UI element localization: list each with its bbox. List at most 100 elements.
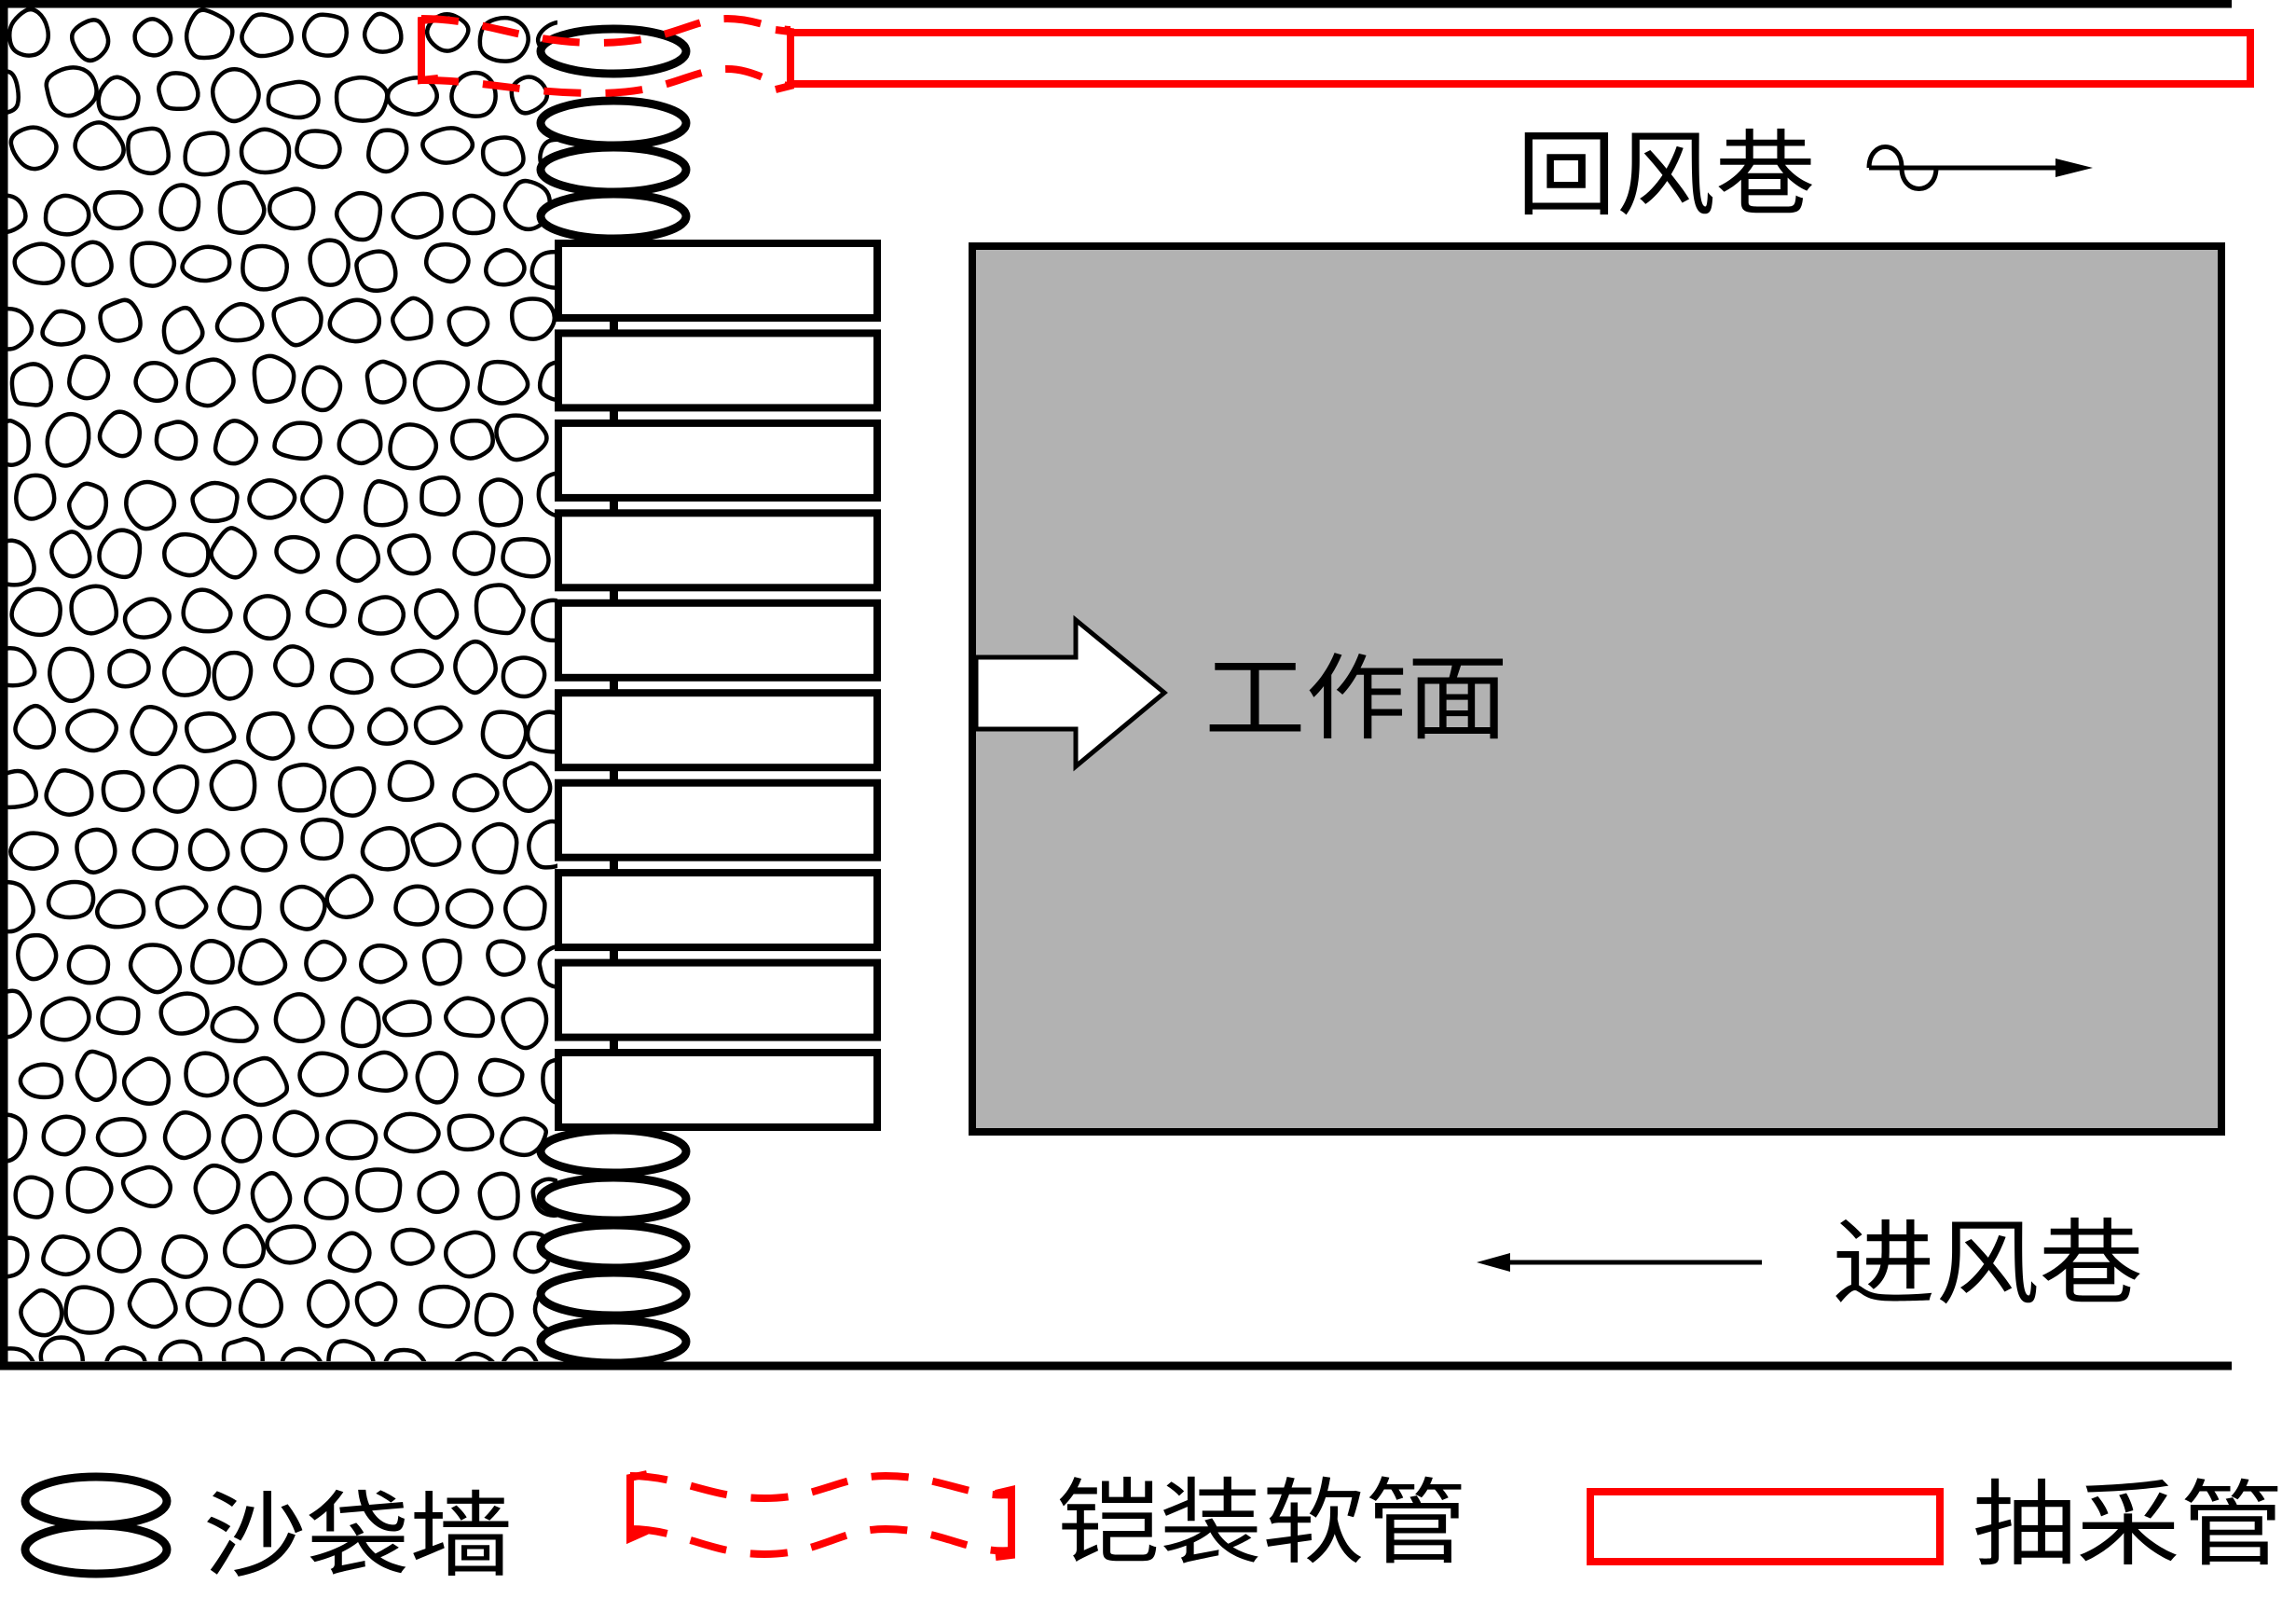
gob-stone [480,709,529,760]
gob-stone [71,240,114,287]
gob-stone [210,1005,259,1043]
gob-stone [124,479,177,531]
gob-stone [336,534,381,584]
roadside-support [555,419,881,502]
gob-stone [280,1346,323,1361]
gob-stone [13,703,57,750]
gob-stone [354,1281,398,1327]
gob-stone [494,413,549,462]
gob-stone [7,7,51,58]
gob-stone [8,125,59,172]
gob-stone [278,762,327,813]
gob-stone [340,996,381,1049]
sandbag-wall-bottom [536,1125,691,1368]
gob-stone [366,707,408,746]
gob-stone [92,189,144,231]
gob-stone [221,1336,265,1361]
support-connector [610,406,618,425]
gob-stone [73,120,126,171]
sandbag-icon [21,1521,172,1578]
roadside-support [555,778,881,861]
support-connector [610,765,618,785]
gob-stone [266,79,321,120]
roadside-support [555,689,881,772]
gob-stone [537,944,557,989]
gob-stone [474,583,526,636]
armored-hose-left-end [418,15,439,85]
gob-stone [44,768,94,817]
gob-stone [8,831,59,871]
gob-stone [477,359,530,406]
gob-stone [305,589,347,628]
working-face-label: 工作面 [1204,644,1508,753]
working-face-block [969,242,2225,1136]
gob-stone [307,1279,351,1329]
gob-stone [501,536,551,579]
gob-stone [280,884,327,931]
gob-stone [63,1285,115,1335]
gob-stone [265,1224,317,1265]
sandbag [536,96,691,150]
gob-stone [7,768,38,810]
gob-stone [190,938,235,985]
gob-stone [424,241,471,284]
gob-stone [414,588,460,641]
gob-stone [95,889,146,930]
gob-stone [501,997,549,1051]
roadside-support [555,869,881,952]
gob-stone [155,885,209,930]
gob-stone [127,1277,178,1329]
gob-stone [161,1233,209,1279]
gob-stone [324,874,374,919]
gob-stone [122,597,172,640]
gob-stone [387,533,432,576]
gob-stone [383,1111,441,1154]
gob-stone [214,301,265,343]
gob-stone [273,644,315,688]
gob-stone [238,1278,283,1329]
gob-stone [525,709,557,754]
gob-stone [412,360,470,412]
gob-stone [477,1057,525,1097]
gob-stone [243,594,291,641]
gob-stone [46,879,96,920]
armored-hose-icon-lower [629,1524,1012,1559]
gob-stone [241,828,288,873]
gob-stone [184,1051,229,1098]
armored-hose-icon-right-end [995,1484,1015,1561]
gob-stone [13,1175,54,1219]
gob-stone [98,297,143,343]
legend-label-extraction-pipe: 抽采管 [1973,1470,2284,1579]
gob-stone [193,1163,241,1215]
gob-stone [509,75,550,116]
gob-stone [7,538,36,587]
gob-stone [529,249,557,290]
gob-stone [133,361,179,404]
gob-stone [252,353,296,405]
gob-stone [7,1112,28,1164]
gob-stone [272,1109,320,1158]
gob-stone [303,1177,350,1220]
gob-stone [391,191,444,240]
gob-stone [70,18,111,63]
gob-stone [104,1345,147,1361]
gob-stone [66,481,109,530]
sandbag [536,143,691,197]
gob-stone [131,828,179,871]
gob-stone [478,477,524,528]
gob-stone [393,884,440,927]
gob-stone [272,420,323,461]
gob-stone [301,365,343,413]
gob-stone [383,1347,427,1361]
gob-stone [9,586,62,638]
gob-stone [67,354,111,401]
gob-stone [186,1286,232,1328]
armored-hose-icon-left-end [626,1470,649,1545]
gob-stone [7,418,31,467]
gob-stone [382,999,433,1038]
gob-stone [444,996,495,1039]
gob-stone [246,710,296,761]
sandbag [536,24,691,78]
gob-stone [48,646,95,703]
gob-stone [121,1056,171,1106]
